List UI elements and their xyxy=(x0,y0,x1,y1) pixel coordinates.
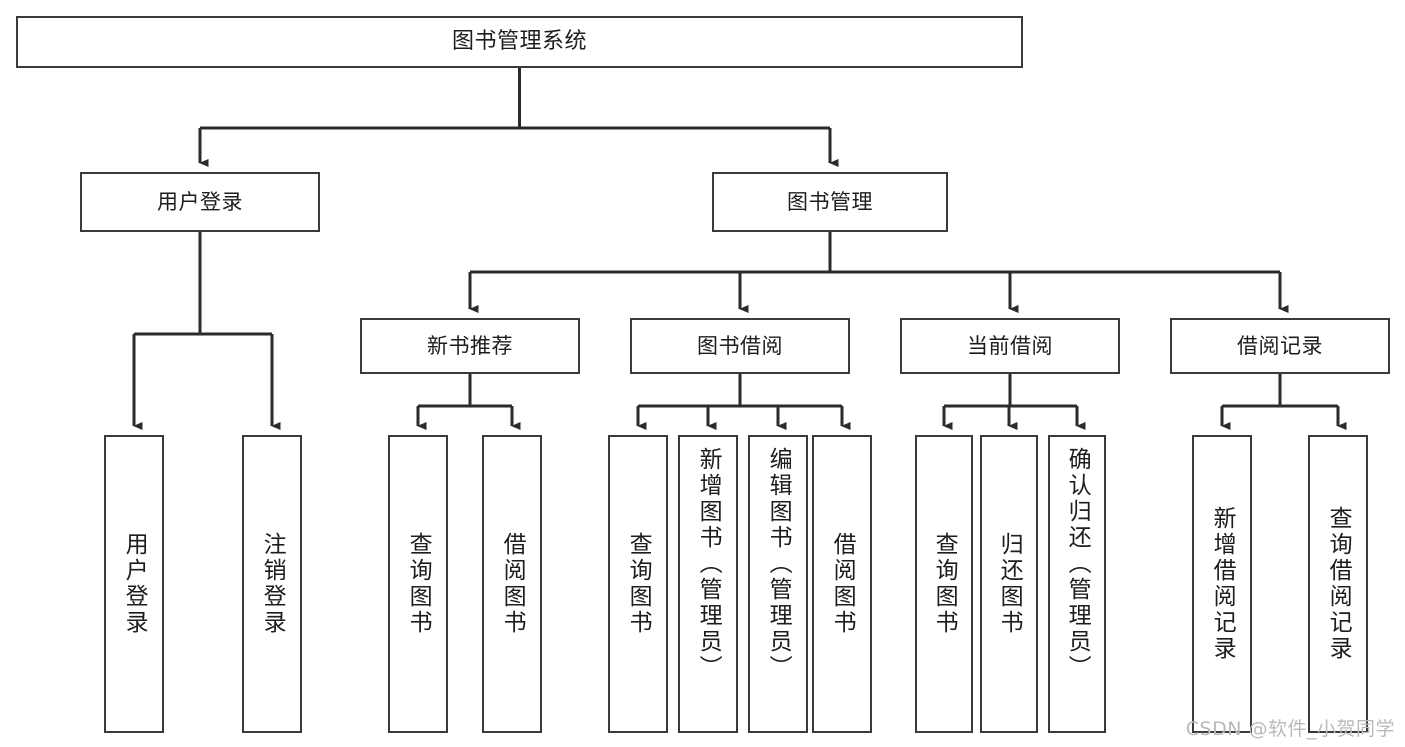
node-current-borrow[interactable]: 当前借阅 xyxy=(900,318,1120,374)
leaf-edit-book[interactable]: 编辑图书（管理员） xyxy=(748,435,808,733)
leaf-borrow-book-label: 借阅图书 xyxy=(829,532,856,636)
leaf-edit-book-label: 编辑图书（管理员） xyxy=(765,447,792,681)
leaf-logout-label: 注销登录 xyxy=(259,532,286,636)
node-new-book-recommend[interactable]: 新书推荐 xyxy=(360,318,580,374)
leaf-query-book-recommend[interactable]: 查询图书 xyxy=(388,435,448,733)
node-book-borrow-label: 图书借阅 xyxy=(697,333,783,358)
node-borrow-record-label: 借阅记录 xyxy=(1237,333,1323,358)
leaf-borrow-book-recommend-label: 借阅图书 xyxy=(499,532,526,636)
leaf-query-book-borrow[interactable]: 查询图书 xyxy=(608,435,668,733)
leaf-query-book-borrow-label: 查询图书 xyxy=(625,532,652,636)
node-root-label: 图书管理系统 xyxy=(451,29,587,55)
leaf-logout[interactable]: 注销登录 xyxy=(242,435,302,733)
leaf-confirm-return[interactable]: 确认归还（管理员） xyxy=(1048,435,1106,733)
leaf-query-book-current[interactable]: 查询图书 xyxy=(915,435,973,733)
leaf-query-book-current-label: 查询图书 xyxy=(931,532,958,636)
node-book-manage-label: 图书管理 xyxy=(787,189,873,214)
csdn-watermark: CSDN @软件_小贺同学 xyxy=(1185,718,1395,740)
leaf-return-book[interactable]: 归还图书 xyxy=(980,435,1038,733)
leaf-add-borrow-record[interactable]: 新增借阅记录 xyxy=(1192,435,1252,733)
leaf-query-book-recommend-label: 查询图书 xyxy=(405,532,432,636)
leaf-user-login-label: 用户登录 xyxy=(121,532,148,636)
leaf-user-login[interactable]: 用户登录 xyxy=(104,435,164,733)
node-new-book-recommend-label: 新书推荐 xyxy=(427,333,513,358)
leaf-borrow-book[interactable]: 借阅图书 xyxy=(812,435,872,733)
leaf-query-borrow-record[interactable]: 查询借阅记录 xyxy=(1308,435,1368,733)
leaf-query-borrow-record-label: 查询借阅记录 xyxy=(1325,506,1352,662)
leaf-add-borrow-record-label: 新增借阅记录 xyxy=(1209,506,1236,662)
node-book-borrow[interactable]: 图书借阅 xyxy=(630,318,850,374)
node-book-manage[interactable]: 图书管理 xyxy=(712,172,948,232)
node-root[interactable]: 图书管理系统 xyxy=(16,16,1023,68)
leaf-add-book-label: 新增图书（管理员） xyxy=(695,447,722,681)
leaf-borrow-book-recommend[interactable]: 借阅图书 xyxy=(482,435,542,733)
leaf-return-book-label: 归还图书 xyxy=(996,532,1023,636)
node-borrow-record[interactable]: 借阅记录 xyxy=(1170,318,1390,374)
leaf-confirm-return-label: 确认归还（管理员） xyxy=(1064,447,1091,681)
node-user-login[interactable]: 用户登录 xyxy=(80,172,320,232)
leaf-add-book[interactable]: 新增图书（管理员） xyxy=(678,435,738,733)
node-user-login-label: 用户登录 xyxy=(157,189,243,214)
node-current-borrow-label: 当前借阅 xyxy=(967,333,1053,358)
